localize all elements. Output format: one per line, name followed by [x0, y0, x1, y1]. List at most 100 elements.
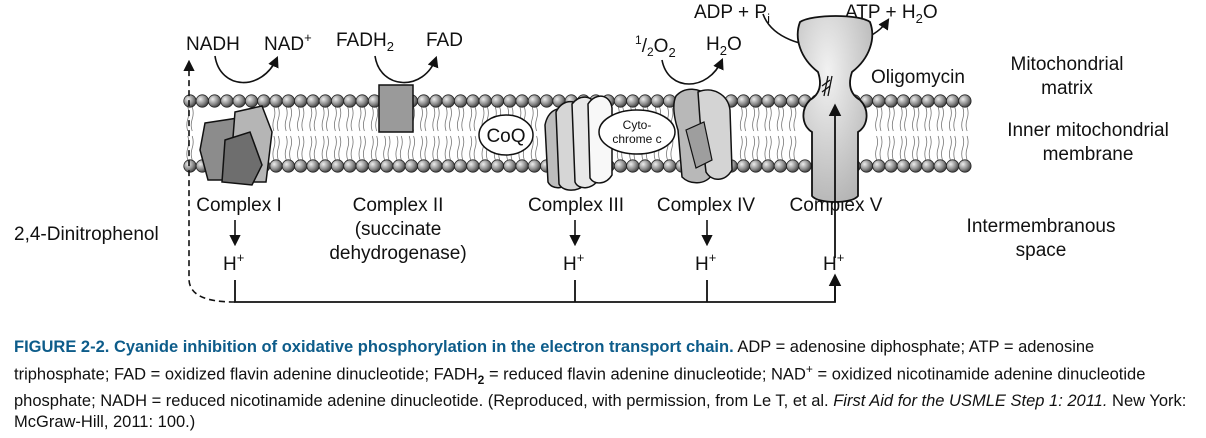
lipid-tail	[309, 106, 313, 132]
lipid-tail	[879, 106, 883, 132]
dnp-label: 2,4-Dinitrophenol	[14, 224, 159, 245]
phospholipid-head	[294, 159, 308, 173]
complex-ii-shape	[378, 84, 414, 133]
caption-body-2: = reduced flavin adenine dinucleotide; N…	[488, 365, 806, 383]
phospholipid-head	[294, 94, 308, 108]
phospholipid-head	[933, 159, 947, 173]
complex-iii-shape	[544, 95, 613, 191]
phospholipid-head	[749, 94, 763, 108]
oligomycin-block-icon	[821, 75, 833, 97]
proton-label-complex-iii: H+	[563, 250, 584, 275]
phospholipid-head	[909, 94, 923, 108]
phospholipid-head	[884, 159, 898, 173]
phospholipid-head	[503, 159, 517, 173]
coq-carrier: CoQ	[478, 114, 534, 156]
lipid-tail	[432, 135, 436, 161]
lipid-tail	[469, 135, 473, 161]
lipid-tail	[949, 106, 952, 132]
lipid-tail	[276, 106, 280, 132]
phospholipid-head	[909, 159, 923, 173]
lipid-tail	[912, 135, 915, 161]
lipid-tail	[321, 106, 325, 132]
half-oxygen-label: 1/2O2	[635, 33, 676, 60]
lipid-tail	[887, 106, 891, 132]
lipid-tail	[407, 135, 411, 161]
phospholipid-head	[478, 94, 492, 108]
phospholipid-head	[429, 159, 443, 173]
lipid-tail	[289, 135, 292, 161]
lipid-tail	[739, 135, 743, 161]
lipid-tail	[789, 106, 792, 132]
cytochrome-c-carrier: Cyto- chrome c	[598, 109, 676, 155]
phospholipid-head	[515, 94, 529, 108]
lipid-tail	[190, 106, 194, 132]
phospholipid-head	[355, 159, 369, 173]
lipid-tail	[444, 135, 448, 161]
phospholipid-head	[453, 94, 468, 108]
phospholipid-head	[208, 94, 222, 108]
phospholipid-head	[257, 94, 271, 108]
lipid-tail	[444, 106, 448, 132]
intermembrane-label-line1: Intermembranous	[967, 216, 1116, 237]
lipid-tail	[313, 135, 317, 161]
phospholipid-head	[244, 94, 259, 108]
phospholipid-head	[183, 159, 197, 173]
phospholipid-head	[773, 159, 788, 173]
phospholipid-head	[306, 159, 320, 173]
complex-ii-label-line1: Complex II	[353, 195, 444, 216]
caption-title: Cyanide inhibition of oxidative phosphor…	[113, 338, 734, 356]
lipid-tail	[358, 135, 362, 161]
caption-source-title: First Aid for the USMLE Step 1: 2011.	[833, 391, 1108, 410]
phospholipid-head	[650, 94, 665, 108]
phospholipid-head	[859, 159, 874, 173]
phospholipid-head	[466, 159, 480, 173]
lipid-tail	[752, 135, 755, 161]
lipid-tail	[473, 106, 477, 132]
lipid-tail	[764, 106, 768, 132]
phospholipid-head	[958, 94, 972, 108]
phospholipid-head	[269, 159, 283, 173]
phospholipid-head	[466, 94, 480, 108]
lipid-tail	[928, 106, 932, 132]
fadh2-oxidation-arrow	[374, 55, 439, 84]
lipid-tail	[297, 135, 300, 161]
lipid-tail	[768, 106, 772, 132]
adp-pi-label: ADP + Pi	[694, 2, 770, 26]
lipid-tail	[395, 135, 399, 161]
lipid-tail	[768, 135, 772, 161]
lipid-tail	[781, 106, 784, 132]
caption-body-1: ADP = adenosine diphosphate; ATP = adeno…	[14, 338, 1095, 383]
lipid-tail	[793, 135, 797, 161]
lipid-tail	[457, 135, 460, 161]
lipid-tail	[186, 135, 190, 161]
phospholipid-head	[896, 94, 911, 108]
lipid-tail	[891, 106, 895, 132]
phospholipid-head	[306, 94, 320, 108]
lipid-tail	[449, 106, 452, 132]
phospholipid-heads-top	[183, 94, 972, 108]
lipid-tail	[387, 135, 391, 161]
phospholipid-head	[613, 159, 628, 173]
lipid-tail	[899, 106, 903, 132]
phospholipid-head	[441, 159, 455, 173]
lipid-tail	[321, 135, 325, 161]
lipid-tail	[793, 106, 797, 132]
phospholipid-head	[232, 94, 246, 108]
lipid-tail	[953, 106, 957, 132]
coq-label: CoQ	[486, 126, 525, 147]
phospholipid-head	[761, 94, 775, 108]
proton-label-complex-iv: H+	[695, 250, 716, 275]
lipid-tail	[924, 135, 928, 161]
phospholipid-head	[490, 94, 505, 108]
figure-caption: FIGURE 2-2. Cyanide inhibition of oxidat…	[14, 337, 1194, 434]
phospholipid-head	[638, 94, 652, 108]
lipid-tail	[272, 106, 276, 132]
phospholipid-head	[330, 94, 345, 108]
phospholipid-head	[921, 159, 935, 173]
lipid-tail	[276, 135, 280, 161]
phospholipid-head	[945, 159, 960, 173]
phospholipid-head	[392, 159, 406, 173]
complex-i-label: Complex I	[196, 195, 282, 216]
lipid-tail	[469, 106, 473, 132]
lipid-tails	[186, 106, 969, 161]
